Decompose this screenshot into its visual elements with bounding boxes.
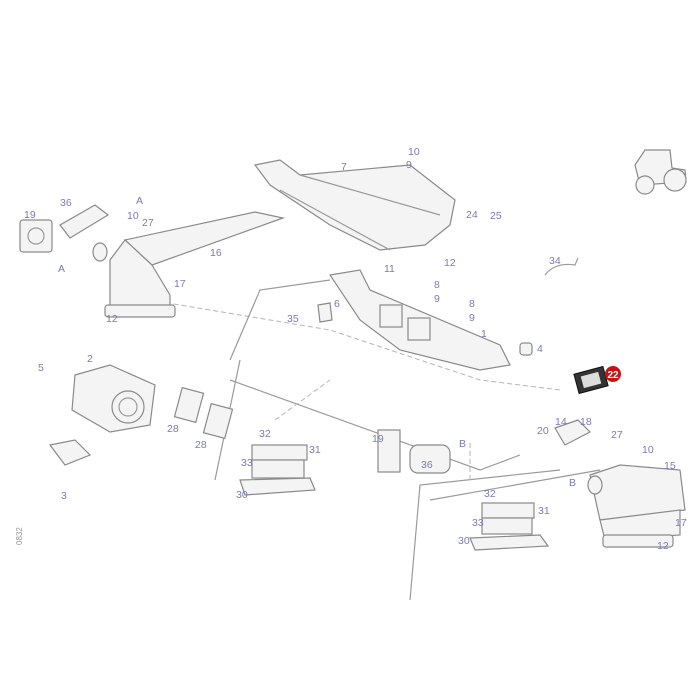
callout-label: 27 — [611, 429, 623, 441]
callout-label: 33 — [472, 517, 484, 529]
callout-label: 19 — [24, 209, 36, 221]
callout-label: 34 — [549, 255, 561, 267]
callout-label: 3 — [61, 490, 67, 502]
callout-label: 18 — [580, 416, 592, 428]
callout-label: 9 — [434, 293, 440, 305]
callout-label: 8 — [469, 298, 475, 310]
callout-label: 25 — [490, 210, 502, 222]
part-hose — [59, 204, 110, 239]
tractor-icon — [634, 149, 687, 195]
callout-label: 20 — [537, 425, 549, 437]
callout-label: 2 — [87, 353, 93, 365]
callout-label: B — [459, 438, 466, 450]
figure-code: 0832 — [15, 527, 24, 545]
callout-label: 6 — [334, 298, 340, 310]
callout-label: A — [136, 195, 143, 207]
callout-label: 1 — [481, 328, 487, 340]
part-top-cover — [253, 159, 456, 251]
callout-label: 33 — [241, 457, 253, 469]
callout-label: 16 — [210, 247, 222, 259]
callout-label: 31 — [538, 505, 550, 517]
callout-label: B — [569, 477, 576, 489]
callout-label: 36 — [60, 197, 72, 209]
callout-label: 15 — [664, 460, 676, 472]
part-heater-core-left — [239, 444, 316, 496]
callout-label: A — [58, 263, 65, 275]
callout-label: 5 — [38, 362, 44, 374]
callout-label: 27 — [142, 217, 154, 229]
callout-label: 11 — [384, 263, 395, 275]
callout-label: 14 — [555, 416, 567, 428]
callout-label: 8 — [434, 279, 440, 291]
callout-label: 36 — [421, 459, 433, 471]
callout-label: 7 — [341, 161, 347, 173]
part-blower — [71, 364, 156, 433]
callout-label: 32 — [484, 488, 496, 500]
part-vent-right — [377, 429, 401, 473]
callout-22: 22 — [607, 370, 619, 381]
callout-label: 30 — [458, 535, 470, 547]
callout-label: 4 — [537, 343, 543, 355]
callout-label: 12 — [657, 540, 669, 552]
part-heater-core-right — [469, 502, 550, 551]
callout-label: 28 — [195, 439, 207, 451]
callout-label: 12 — [106, 313, 118, 325]
callout-label: 19 — [372, 433, 384, 445]
callout-label: 24 — [466, 209, 478, 221]
callout-label: 17 — [174, 278, 186, 290]
callout-label: 9 — [469, 312, 475, 324]
callout-label: 31 — [309, 444, 321, 456]
callout-label: 10 — [408, 146, 420, 158]
callout-label: 10 — [642, 444, 654, 456]
part-vent — [19, 219, 53, 253]
callout-label: 32 — [259, 428, 271, 440]
callout-label: 17 — [675, 517, 687, 529]
callout-label: 28 — [167, 423, 179, 435]
part-strap — [544, 257, 579, 276]
callout-22-badge: 22 — [605, 366, 621, 382]
callout-label: 30 — [236, 489, 248, 501]
part-22-vent-grille — [573, 365, 609, 395]
callout-label: 10 — [127, 210, 139, 222]
part-duct-right — [587, 464, 686, 548]
callout-label: 12 — [444, 257, 456, 269]
callout-label: 9 — [406, 159, 412, 171]
callout-label: 35 — [287, 313, 299, 325]
